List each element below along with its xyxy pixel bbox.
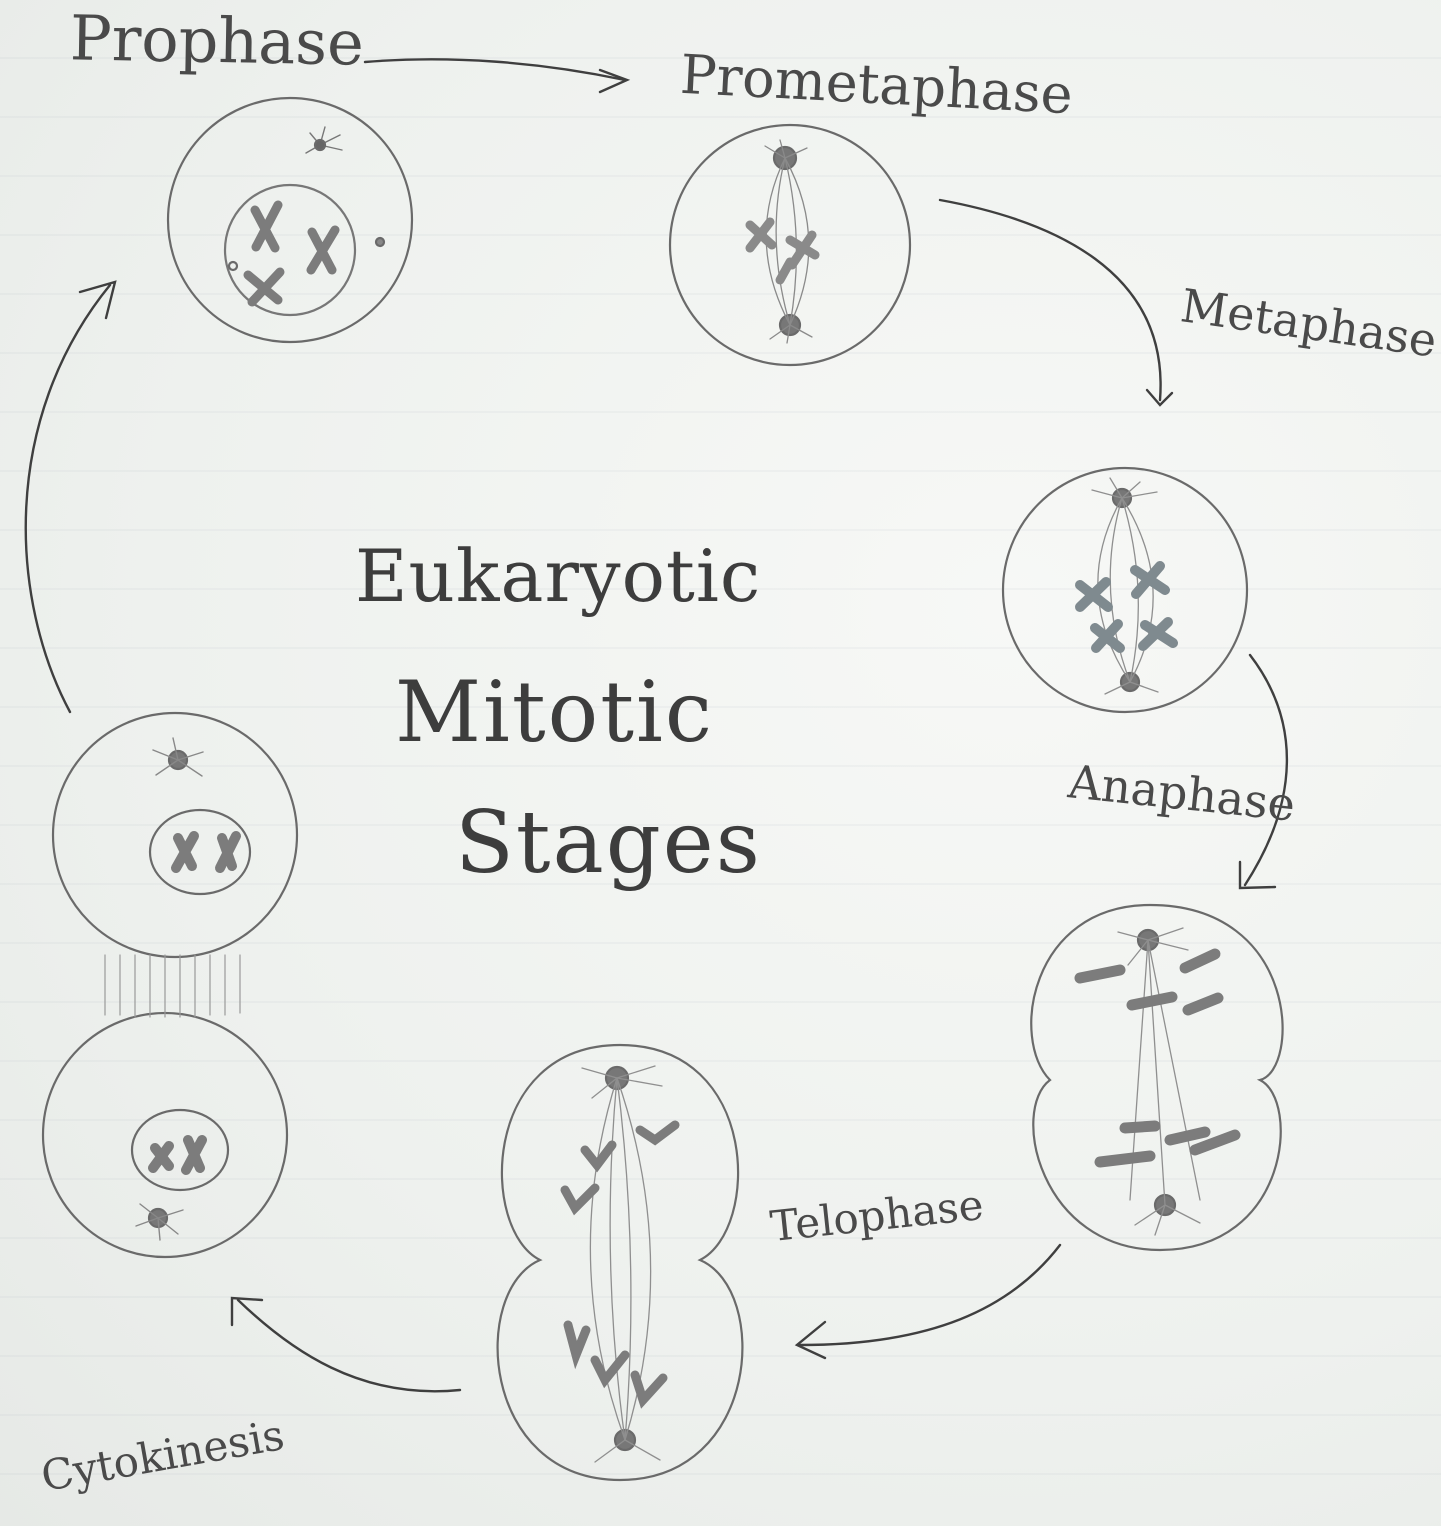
diagram-title-line1: Eukaryotic <box>355 540 761 612</box>
prophase-cell <box>168 98 412 342</box>
diagram-title-line3: Stages <box>455 800 762 886</box>
stage-label-prophase: Prophase <box>69 7 364 74</box>
cytokinesis-cells <box>43 713 297 1257</box>
telophase-cell <box>498 1045 743 1480</box>
diagram-title-line2: Mitotic <box>395 670 714 754</box>
anaphase-cell <box>1031 905 1282 1250</box>
metaphase-cell <box>1003 468 1247 712</box>
prometaphase-cell <box>670 125 910 365</box>
